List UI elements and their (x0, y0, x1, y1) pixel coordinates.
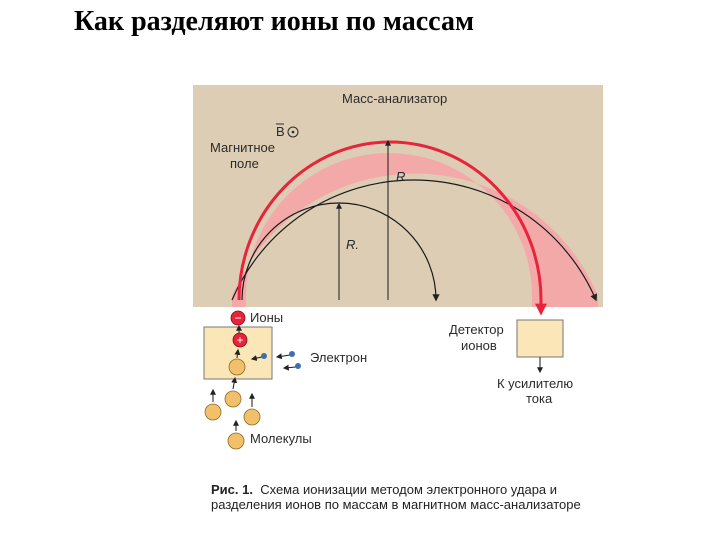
inner-radius-label: R. (346, 237, 359, 252)
svg-text:−: − (234, 311, 241, 325)
negative-ion-icon: − (230, 310, 246, 326)
amplifier-label-line2: тока (526, 391, 553, 406)
outer-radius-label: R (396, 169, 405, 184)
ion-detector (516, 319, 564, 358)
molecules-group (204, 348, 261, 450)
electron-icon (295, 363, 301, 369)
caption-prefix: Рис. 1. (211, 482, 253, 497)
detector-label-line2: ионов (461, 338, 497, 353)
amplifier-label-line1: К усилителю (497, 376, 573, 391)
slide-title: Как разделяют ионы по массам (74, 6, 475, 37)
ion-beam-band (232, 153, 598, 307)
outer-guide-arc (231, 179, 598, 302)
electron-label: Электрон (310, 350, 367, 365)
molecule-icon (243, 408, 261, 426)
electron-beam (250, 351, 301, 371)
mass-analyzer-label: Масс-анализатор (342, 91, 447, 106)
magnetic-field-label-line2: поле (230, 156, 259, 171)
detector-label-line1: Детектор (449, 322, 504, 337)
positive-ion-icon: + (232, 332, 248, 348)
molecules-label: Молекулы (250, 431, 312, 446)
caption-text: Схема ионизации методом электронного уда… (211, 482, 581, 512)
figure-caption: Рис. 1. Схема ионизации методом электрон… (211, 482, 601, 512)
molecule-icon (224, 390, 242, 408)
ion-trajectory (237, 140, 547, 316)
molecule-icon (228, 358, 246, 376)
electron-icon (289, 351, 295, 357)
ions-label: Ионы (250, 310, 283, 325)
molecule-icon (227, 432, 245, 450)
magnetic-field-label-line1: Магнитное (210, 140, 275, 155)
field-out-of-page-icon (287, 126, 299, 138)
molecule-icon (204, 403, 222, 421)
field-vector-label: B (276, 124, 285, 139)
svg-text:+: + (236, 333, 243, 347)
electron-icon (261, 353, 267, 359)
